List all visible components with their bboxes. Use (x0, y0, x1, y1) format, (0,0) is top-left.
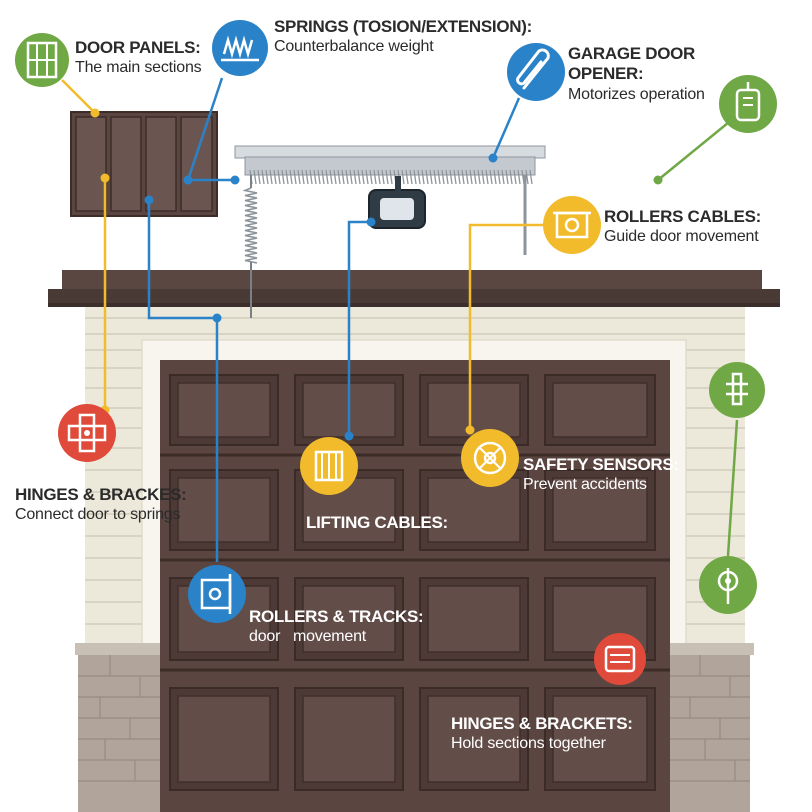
opener-motor-unit (368, 176, 426, 229)
door-section-seams (160, 453, 670, 672)
door-panels-title: DOOR PANELS: (75, 38, 201, 57)
springs-label: SPRINGS (TOSION/EXTENSION): Counterbalan… (274, 17, 532, 57)
hinges-brackets-desc: Hold sections together (451, 735, 606, 753)
hinge-icon (58, 404, 116, 462)
sensor-icon (461, 429, 519, 487)
brick-base-left (78, 655, 160, 812)
bolt-icon (709, 362, 765, 418)
leader-rollers-cables (468, 223, 547, 430)
rollers-tracks-label: ROLLERS & TRACKS: door movement (249, 607, 424, 647)
safety-sensors-title: SAFETY SENSORS: (523, 455, 679, 474)
leader-opener (491, 97, 521, 159)
lifting-cables-title: LIFTING CABLES: (306, 513, 448, 532)
roof-eave (48, 289, 780, 305)
leader-door-panels (61, 79, 96, 114)
track-icon (188, 565, 246, 623)
bracket-icon (594, 633, 646, 685)
door-panels-desc: The main sections (75, 59, 202, 77)
leader-rollers-tracks (147, 200, 219, 562)
rollers-cables-desc: Guide door movement (604, 228, 759, 246)
door-panels-label: DOOR PANELS: The main sections (75, 38, 202, 78)
springs-desc: Counterbalance weight (274, 38, 434, 56)
leader-remote (657, 117, 735, 181)
cable-drum-icon (300, 437, 358, 495)
brick-cap-left (75, 643, 160, 655)
leader-lines (61, 77, 739, 562)
leader-bolt-lock (726, 419, 739, 557)
brick-cap-right (668, 643, 754, 655)
opener-desc: Motorizes operation (568, 85, 705, 103)
safety-sensors-desc: Prevent accidents (523, 476, 647, 494)
remote-icon (719, 75, 777, 133)
springs-title: SPRINGS (TOSION/EXTENSION): (274, 17, 532, 36)
lock-icon (699, 556, 757, 614)
opener-label: GARAGE DOOR OPENER: Motorizes operation (568, 44, 705, 104)
hinges-brackets-label: HINGES & BRACKETS: Hold sections togethe… (451, 714, 633, 754)
opener-title-line1: GARAGE DOOR (568, 44, 696, 63)
extension-spring (242, 187, 258, 264)
hinges-brackes-label: HINGES & BRACKES: Connect door to spring… (15, 485, 187, 525)
rollers-cables-label: ROLLERS CABLES: Guide door movement (604, 207, 761, 247)
brick-base-right (668, 655, 750, 812)
safety-sensors-label: SAFETY SENSORS: Prevent accidents (523, 455, 679, 495)
rollers-tracks-desc: door movement (249, 628, 367, 646)
garage-door (160, 360, 670, 812)
leader-dots (90, 108, 663, 441)
opener-title-line2: OPENER: (568, 64, 644, 84)
hinges-brackes-desc: Connect door to springs (15, 506, 181, 524)
hinges-brackes-title: HINGES & BRACKES: (15, 485, 187, 504)
door-panels-illustration (70, 111, 218, 217)
spring-icon (212, 20, 268, 76)
paperclip-icon (507, 43, 565, 101)
door-panel-grid (169, 374, 656, 791)
leader-lifting-cables (347, 220, 371, 436)
torsion-spring-coils (249, 169, 533, 185)
rollers-cables-title: ROLLERS CABLES: (604, 207, 762, 226)
opener-rail-assembly (234, 145, 546, 318)
door-panel-icon (15, 33, 69, 87)
rollers-tracks-title: ROLLERS & TRACKS: (249, 607, 424, 626)
lifting-cables-label: LIFTING CABLES: (306, 513, 448, 533)
roller-icon (543, 196, 601, 254)
brick-mortar (78, 655, 750, 782)
hinges-brackets-title: HINGES & BRACKETS: (451, 714, 633, 733)
roof-top (62, 270, 762, 290)
